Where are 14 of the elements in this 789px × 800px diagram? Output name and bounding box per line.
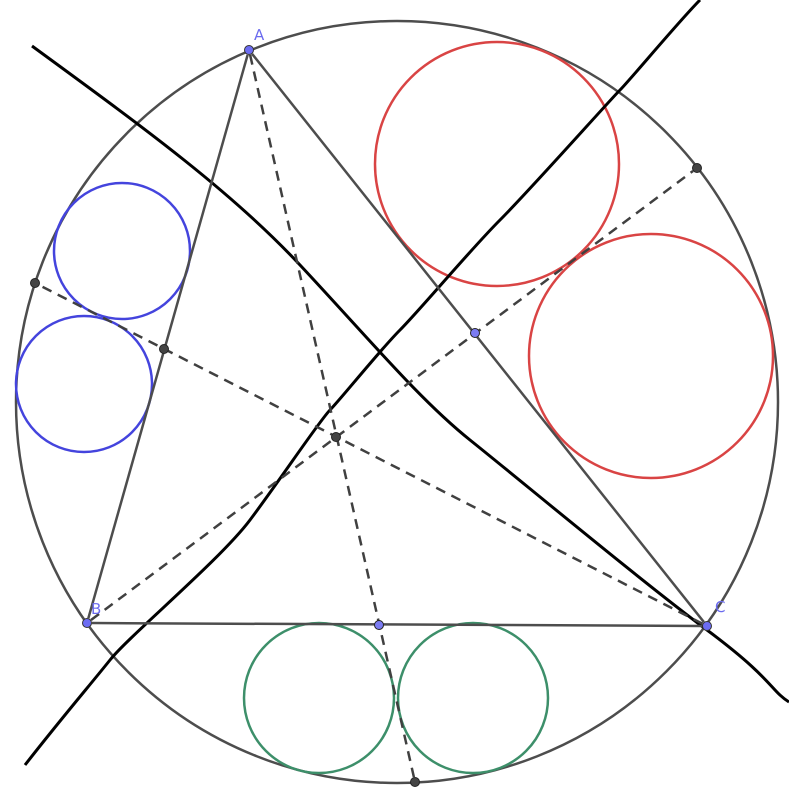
point-marker — [470, 328, 480, 338]
point-marker — [159, 344, 169, 354]
point-label: B — [91, 602, 102, 617]
point-marker — [374, 620, 384, 630]
dashed-line — [90, 170, 694, 622]
line-segment — [92, 622, 702, 628]
dashed-line — [248, 54, 416, 778]
point-marker — [410, 777, 420, 787]
point-marker — [30, 278, 40, 288]
point-label: A — [254, 28, 264, 43]
point-marker — [692, 163, 702, 173]
line-segment — [251, 53, 705, 623]
point-marker — [331, 432, 341, 442]
line-segment — [87, 54, 249, 619]
